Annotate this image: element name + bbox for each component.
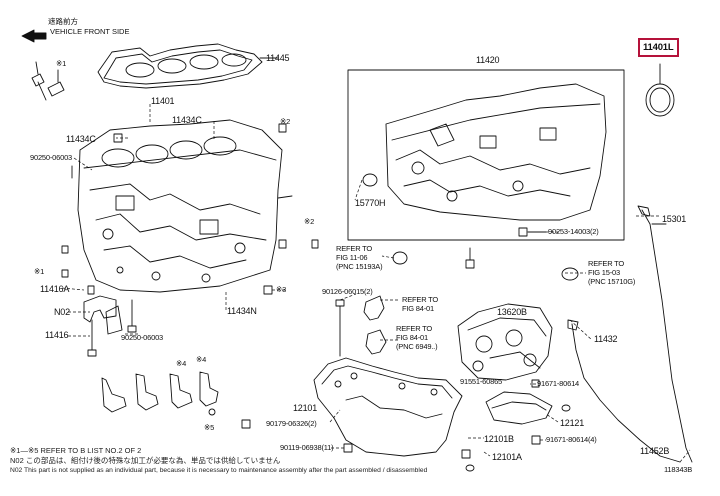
oil-pan-drawing	[313, 357, 463, 457]
box-bolt-drawing	[518, 227, 528, 237]
part-91671-bottom[interactable]: 91671-80614(4)	[546, 435, 597, 444]
marker-2-right: ※2	[304, 217, 315, 226]
marker-3: ※3	[276, 285, 287, 294]
marker-5: ※5	[204, 423, 215, 432]
part-90126[interactable]: 90126-06015(2)	[322, 287, 373, 296]
part-12101b[interactable]: 12101B	[484, 434, 514, 444]
front-indicator-jp: 遮路前方	[48, 17, 78, 26]
part-11401l[interactable]: 11401L	[638, 38, 679, 57]
pan-stud-drawing	[335, 299, 345, 307]
part-90179[interactable]: 90179-06326(2)	[266, 419, 317, 428]
lower-crankcase-drawing	[385, 83, 607, 221]
note-2: N02 この部品は、組付け後の特殊な加工が必要な為、単品では供給していません	[10, 456, 281, 465]
note-3: N02 This part is not supplied as an indi…	[10, 467, 428, 474]
part-12121[interactable]: 12121	[560, 418, 585, 428]
part-90253[interactable]: 90253-14003(2)	[548, 227, 599, 236]
crankcase-box	[347, 69, 625, 241]
marker-4-b: ※4	[196, 355, 207, 364]
bearing-caps-drawing	[83, 295, 219, 416]
refer-1-line2[interactable]: FIG 11-06	[336, 253, 368, 262]
part-90250-top[interactable]: 90250-06003	[30, 153, 73, 162]
oil-pipe-drawing	[571, 323, 681, 463]
part-15770h[interactable]: 15770H	[355, 198, 386, 208]
refer-sensor-icon	[365, 329, 387, 355]
part-11434c-top[interactable]: 11434C	[172, 115, 202, 125]
part-11434c-left[interactable]: 11434C	[66, 134, 96, 144]
part-90119[interactable]: 90119-06938(11)	[280, 443, 334, 452]
drain-bolt-drawing	[241, 379, 571, 472]
part-11401l-highlight[interactable]: 11401L	[638, 38, 679, 57]
oil-jet-bolt-drawing	[31, 61, 65, 101]
part-11416[interactable]: 11416	[45, 330, 69, 340]
part-11401[interactable]: 11401	[151, 96, 175, 106]
front-indicator-en: VEHICLE FRONT SIDE	[50, 27, 130, 36]
refer-2-line2[interactable]: FIG 84-01	[402, 304, 434, 313]
front-arrow-icon	[21, 29, 47, 43]
part-11420[interactable]: 11420	[476, 55, 500, 65]
block-plugs-drawing	[61, 123, 319, 357]
part-91671-top[interactable]: 91671-80614	[537, 379, 580, 388]
refer-4-line3[interactable]: (PNC 15710G)	[588, 277, 636, 286]
part-11416a[interactable]: 11416A	[40, 284, 70, 294]
part-91551[interactable]: 91551-60865	[460, 377, 503, 386]
rear-oil-seal-drawing	[645, 63, 675, 117]
part-n02[interactable]: N02	[54, 307, 70, 317]
refer-2-line1[interactable]: REFER TO	[402, 295, 439, 304]
refer-3-line3[interactable]: (PNC 6949..)	[396, 342, 438, 351]
refer-1-line3[interactable]: (PNC 15193A)	[336, 262, 383, 271]
part-12101[interactable]: 12101	[293, 403, 318, 413]
marker-4-a: ※4	[176, 359, 187, 368]
part-11452b[interactable]: 11452B	[640, 446, 670, 456]
part-15301[interactable]: 15301	[662, 214, 687, 224]
refer-1-line1[interactable]: REFER TO	[336, 244, 373, 253]
part-11432[interactable]: 11432	[594, 334, 618, 344]
refer-bolt-icon	[363, 295, 385, 321]
part-13620b[interactable]: 13620B	[497, 307, 527, 317]
part-11434n[interactable]: 11434N	[227, 306, 257, 316]
marker-2-top: ※2	[280, 117, 291, 126]
balancer-assembly-drawing	[457, 303, 553, 381]
part-90250-bottom[interactable]: 90250-06003	[121, 333, 164, 342]
refer-4-line1[interactable]: REFER TO	[588, 259, 625, 268]
marker-1-left: ※1	[34, 267, 45, 276]
part-12101a[interactable]: 12101A	[492, 452, 522, 462]
cylinder-block-drawing	[77, 119, 293, 293]
refer-oring-icon	[392, 251, 408, 265]
refer-3-line1[interactable]: REFER TO	[396, 324, 433, 333]
refer-3-line2[interactable]: FIG 84-01	[396, 333, 428, 342]
marker-1-top: ※1	[56, 59, 67, 68]
refer-4-line2[interactable]: FIG 15-03	[588, 268, 620, 277]
dipstick-drawing	[637, 205, 693, 463]
note-1: ※1—※5 REFER TO B LIST NO.2 OF 2	[10, 446, 142, 455]
refer-gasket-icon	[561, 267, 579, 281]
oil-strainer-drawing	[485, 391, 553, 425]
o-ring-drawing	[362, 173, 378, 187]
head-gasket-drawing	[97, 43, 279, 89]
drawing-number: 118343B	[664, 465, 693, 474]
part-11445[interactable]: 11445	[266, 53, 290, 63]
